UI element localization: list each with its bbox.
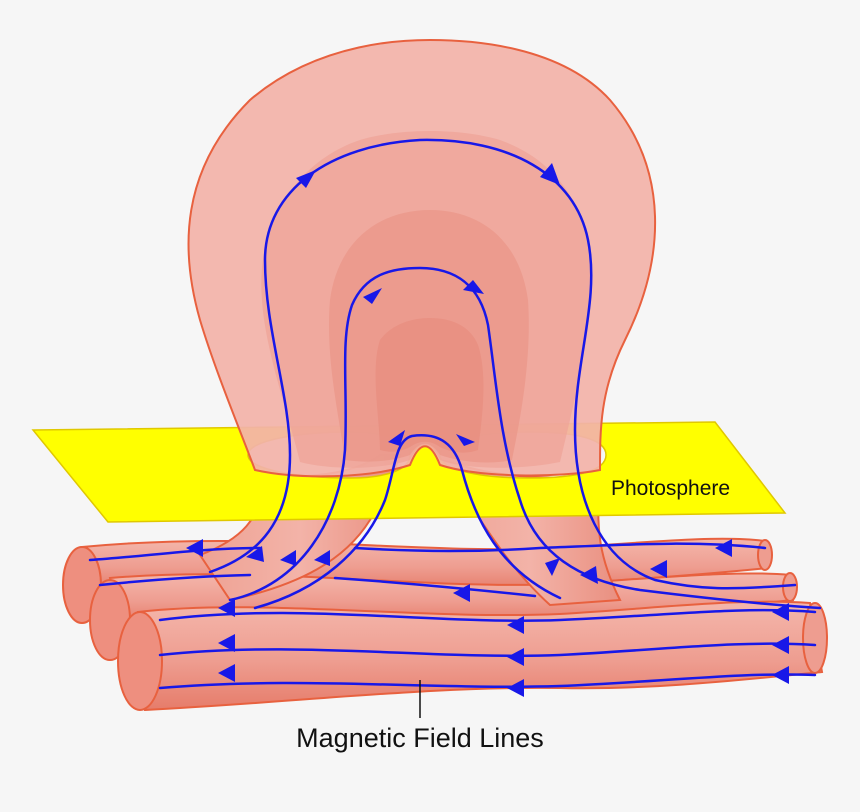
arrowhead-icon	[772, 603, 789, 621]
arrowhead-icon	[715, 539, 732, 557]
magnetic-field-lines-label: Magnetic Field Lines	[296, 723, 544, 753]
field-line-back-3	[353, 542, 767, 553]
arrowhead-icon	[388, 430, 405, 446]
field-line-back-2	[98, 573, 252, 587]
field-line-front-3	[158, 673, 817, 690]
arrowhead-icon	[296, 170, 316, 188]
field-line-outer	[208, 138, 797, 590]
arrowhead-icon	[280, 550, 296, 566]
tube-end-cap	[117, 611, 163, 711]
arrowhead-icon	[580, 566, 598, 584]
arrowhead-icon	[218, 664, 235, 682]
arrowhead-icon	[772, 636, 789, 654]
field-line-back-1	[88, 546, 262, 562]
photosphere-label: Photosphere	[611, 477, 730, 500]
field-line-front-1	[158, 608, 817, 622]
arrowhead-icon	[463, 280, 484, 294]
arrowhead-icon	[540, 163, 560, 185]
field-line-back-4	[333, 576, 537, 598]
arrowhead-icon	[218, 599, 235, 617]
arrowhead-icon	[314, 550, 330, 566]
arrowhead-icon	[545, 558, 560, 576]
arrowhead-icon	[453, 584, 470, 602]
arrowhead-icon	[363, 288, 382, 304]
field-line-front-2	[158, 642, 817, 658]
arrowhead-icon	[650, 560, 667, 578]
arrowhead-icon	[456, 434, 475, 446]
arrowhead-icon	[507, 616, 524, 634]
arrowhead-icon	[772, 666, 789, 684]
arrowhead-icon	[507, 648, 524, 666]
arrowhead-icon	[186, 539, 203, 557]
arrowhead-icon	[246, 546, 264, 562]
flux-loop-bulb	[187, 38, 657, 478]
field-line-inner	[253, 434, 562, 610]
arrowhead-icon	[507, 679, 524, 697]
arrowhead-icon	[218, 634, 235, 652]
arrowheads	[186, 163, 789, 697]
magnetic-field-lines	[88, 138, 822, 690]
